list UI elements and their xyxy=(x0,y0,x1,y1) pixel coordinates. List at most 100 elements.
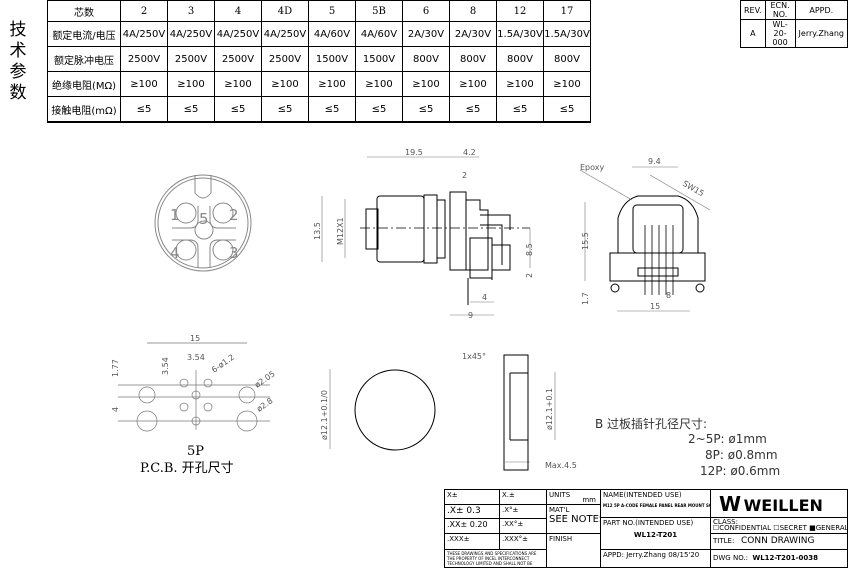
dim-label: 2 xyxy=(462,171,467,180)
matl-label: MAT'L xyxy=(549,506,570,514)
class-options: ☐CONFIDENTIAL ☐SECRET ■GENERAL xyxy=(713,524,848,532)
spec-row-label: 额定脉冲电压 xyxy=(47,46,121,72)
note-line: 2~5P: ø1mm xyxy=(688,432,767,446)
notes: B 过板插针孔径尺寸: 2~5P: ø1mm 8P: ø0.8mm 12P: ø… xyxy=(595,416,780,478)
name-value: M12 5P A-CODE FEMALE PANEL REAR MOUNT SO… xyxy=(603,503,710,508)
spec-cell: ≤5 xyxy=(496,96,544,123)
spec-cell: ≥100 xyxy=(214,71,262,97)
tolerance-cell: .X± 0.3 xyxy=(444,504,500,519)
spec-cell: 4A/250V xyxy=(214,21,262,47)
pcb-pin-label: 5P xyxy=(187,444,204,459)
spec-cell: ≤5 xyxy=(543,96,591,123)
dim-label: 3.54 xyxy=(161,357,170,375)
dwg-number: WL12-T201-0038 xyxy=(752,554,819,562)
dim-label: 1.7 xyxy=(581,292,590,305)
side-char: 数 xyxy=(9,83,27,103)
spec-cell: 4A/250V xyxy=(120,21,168,47)
pcb-caption: P.C.B. 开孔尺寸 xyxy=(140,461,234,476)
units-label: UNITS xyxy=(549,491,571,499)
appd-value: Jerry.Zhang 08/15'20 xyxy=(626,551,700,559)
dim-label: ø2.8 xyxy=(255,396,275,413)
dim-label: 2 xyxy=(525,273,534,278)
pin-label: 3 xyxy=(229,244,239,262)
dim-label: 8 xyxy=(666,291,671,300)
dim-label: ø12.1+0.1 xyxy=(545,388,554,430)
appd-value: Jerry.Zhang xyxy=(794,19,848,48)
spec-row-label: 额定电流/电压 xyxy=(47,21,121,47)
dim-label: 8.5 xyxy=(525,243,534,256)
dwg-label: DWG NO.: xyxy=(713,554,749,562)
spec-cell: ≥100 xyxy=(355,71,403,97)
spec-cell: ≤5 xyxy=(449,96,497,123)
side-char: 参 xyxy=(9,62,27,82)
spec-cell: 1.5A/30V xyxy=(543,21,591,47)
side-char: 术 xyxy=(9,41,27,61)
dim-label: 9.4 xyxy=(648,157,661,166)
dim-label: 15.5 xyxy=(581,232,590,250)
finish-label: FINISH xyxy=(546,533,601,568)
epoxy-label: Epoxy xyxy=(580,163,605,172)
tolerance-cell: X.± xyxy=(499,489,547,505)
dim-label: M12X1 xyxy=(336,217,345,245)
spec-side-label: 技 术 参 数 xyxy=(8,20,28,104)
spec-cell: ≤5 xyxy=(355,96,403,123)
spec-row: 接触电阻(mΩ)≤5≤5≤5≤5≤5≤5≤5≤5≤5≤5 xyxy=(47,96,591,123)
spec-cell: ≤5 xyxy=(308,96,356,123)
face-view: 1 2 3 4 5 xyxy=(154,174,252,272)
pin-label: 1 xyxy=(170,206,180,224)
side-char: 技 xyxy=(9,20,27,40)
dim-label: 15 xyxy=(650,302,660,311)
dim-label: 3.54 xyxy=(187,353,205,362)
weillen-logo-icon: W xyxy=(719,492,741,516)
title-block: X± X.± .X± 0.3 .X°± .XX± 0.20 .XX°± .XXX… xyxy=(444,489,848,568)
dim-label: 4 xyxy=(482,293,487,302)
spec-cell: ≤5 xyxy=(120,96,168,123)
spec-cell: ≥100 xyxy=(543,71,591,97)
note-line: 12P: ø0.6mm xyxy=(700,464,780,478)
tolerance-cell: .X°± xyxy=(499,504,547,519)
pin-label: 4 xyxy=(170,244,180,262)
spec-row-label: 接触电阻(mΩ) xyxy=(47,96,121,123)
part-label: PART NO.(INTENDED USE) xyxy=(603,519,694,527)
dim-label: 15 xyxy=(190,334,200,343)
name-label: NAME(INTENDED USE) xyxy=(603,491,682,499)
spec-cell: ≥100 xyxy=(402,71,450,97)
spec-cell: 800V xyxy=(402,46,450,72)
pin-label: 5 xyxy=(199,210,209,228)
tolerance-cell: .XX°± xyxy=(499,518,547,534)
tolerance-cell: .XXX°± xyxy=(499,533,547,550)
dim-label: Max.4.5 xyxy=(545,461,577,470)
spec-cell: ≥100 xyxy=(449,71,497,97)
units-value: mm xyxy=(582,496,596,504)
part-number: WL12-T201 xyxy=(633,531,678,539)
dim-label: 4 xyxy=(111,407,120,412)
notes-title: B 过板插针孔径尺寸: xyxy=(595,416,707,431)
spec-cell: 2500V xyxy=(167,46,215,72)
pcb-layout: 15 3.54 3.54 1.77 4 6-ø1.2 ø2.05 ø2.8 5P… xyxy=(111,334,277,476)
brand-name: WEILLEN xyxy=(743,496,823,515)
dim-label: 4.2 xyxy=(463,148,476,157)
dim-label: 1x45° xyxy=(462,352,486,361)
spec-cell: ≥100 xyxy=(496,71,544,97)
spec-row-label: 绝缘电阻(MΩ) xyxy=(47,71,121,97)
rear-view: Epoxy 9.4 SW15 15.5 1.7 8 15 xyxy=(579,157,711,312)
dim-label: 19.5 xyxy=(405,148,423,157)
tolerance-cell: .XX± 0.20 xyxy=(444,518,500,534)
dim-label: ø2.05 xyxy=(253,369,277,389)
side-view: 19.5 4.2 2 13.5 M12X1 8.5 2 4 9 xyxy=(313,148,534,320)
spec-cell: ≥100 xyxy=(261,71,309,97)
spec-cell: 4A/60V xyxy=(308,21,356,47)
title-label: TITLE: xyxy=(713,537,735,545)
dim-label: 6-ø1.2 xyxy=(210,353,236,375)
spec-cell: ≥100 xyxy=(308,71,356,97)
class-label: CLASS: xyxy=(713,518,738,526)
title-value: CONN DRAWING xyxy=(741,536,815,546)
dim-label: 13.5 xyxy=(313,222,322,240)
spec-row: 绝缘电阻(MΩ)≥100≥100≥100≥100≥100≥100≥100≥100… xyxy=(47,71,591,97)
tolerance-cell: X± xyxy=(444,489,500,505)
note-line: 8P: ø0.8mm xyxy=(705,448,778,462)
